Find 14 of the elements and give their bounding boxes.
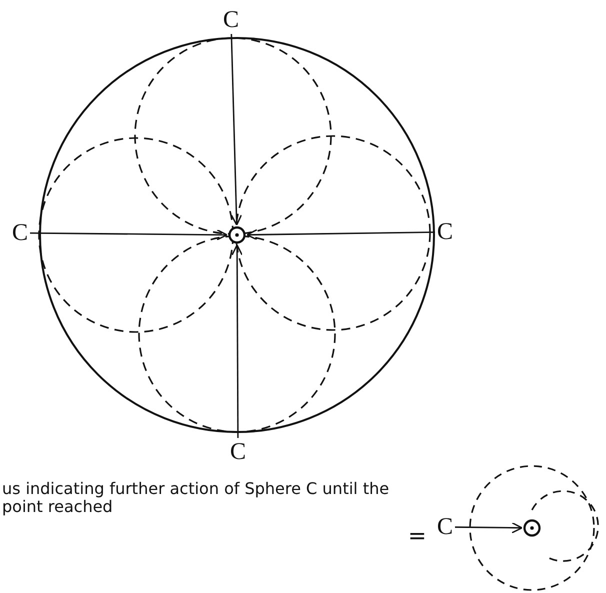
center-point [228, 226, 246, 244]
equals-sign: = [408, 528, 428, 546]
arrow [30, 229, 228, 241]
arrow [455, 522, 523, 534]
arrow [230, 34, 242, 226]
arrow [246, 229, 436, 240]
note-text: us indicating further action of Sphere C until the point reached [2, 480, 390, 516]
arrow [231, 244, 243, 438]
sphere-label: C [437, 220, 454, 244]
sphere-label: C [437, 515, 454, 539]
sphere-label: C [12, 221, 28, 245]
sphere-label: C [223, 8, 240, 32]
sphere-label: C [230, 440, 246, 464]
center-point [523, 519, 541, 537]
